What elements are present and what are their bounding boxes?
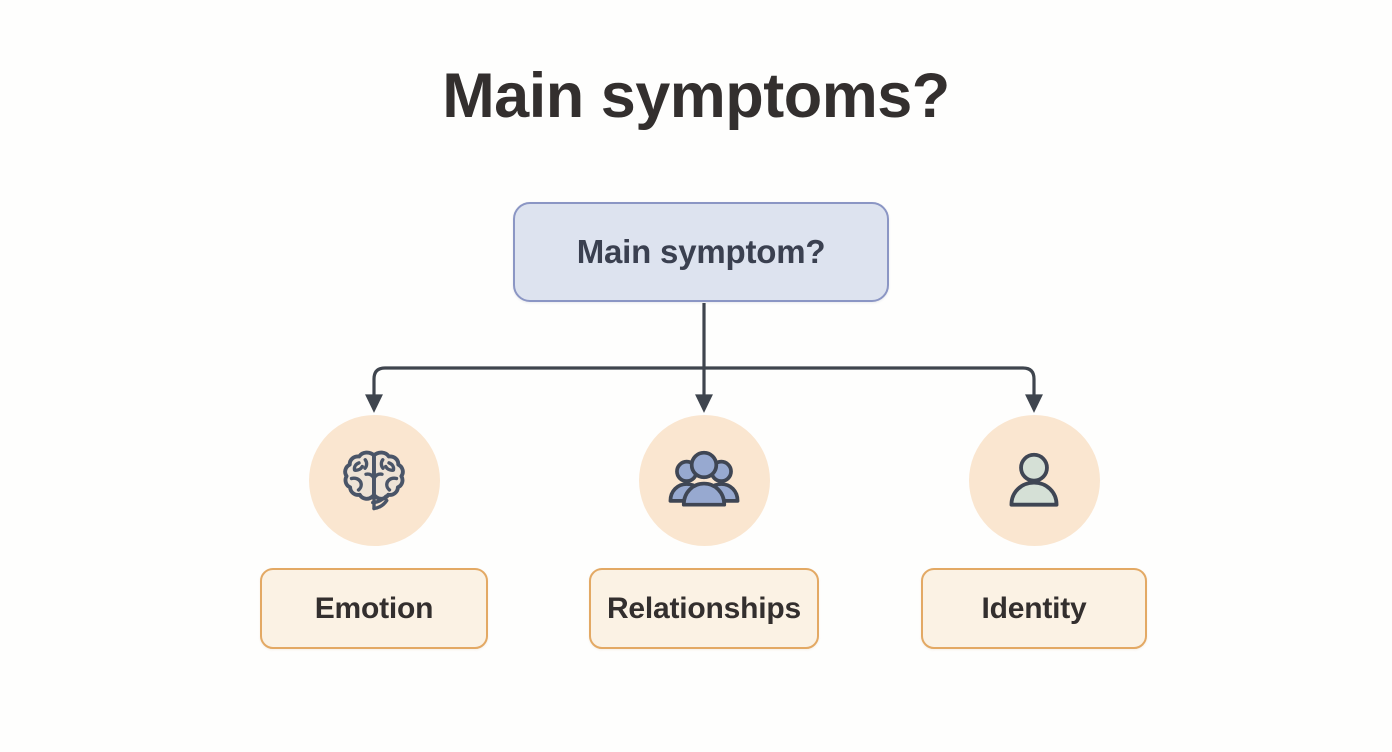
leaf-label-emotion: Emotion: [314, 591, 434, 625]
icon-circle-emotion: [308, 415, 440, 546]
leaf-label-identity: Identity: [981, 591, 1087, 625]
icon-circle-identity: [968, 415, 1100, 546]
connector-to-identity: [702, 366, 1043, 413]
icon-circle-relationships: [638, 415, 770, 546]
branch-emotion: Emotion: [224, 415, 524, 649]
node-root-main-symptom[interactable]: Main symptom?: [513, 202, 889, 302]
leaf-label-relationships: Relationships: [606, 591, 802, 625]
person-icon: [1009, 452, 1059, 507]
leaf-box-relationships[interactable]: Relationships: [589, 568, 819, 649]
leaf-box-identity[interactable]: Identity: [921, 568, 1147, 649]
brain-icon: [343, 450, 405, 510]
connector-to-emotion: [365, 366, 706, 413]
node-root-label: Main symptom?: [576, 233, 826, 270]
branch-relationships: Relationships: [554, 415, 854, 649]
leaf-box-emotion[interactable]: Emotion: [260, 568, 488, 649]
people-group-icon: [668, 450, 740, 507]
branch-identity: Identity: [884, 415, 1184, 649]
page-title: Main symptoms?: [442, 61, 950, 131]
